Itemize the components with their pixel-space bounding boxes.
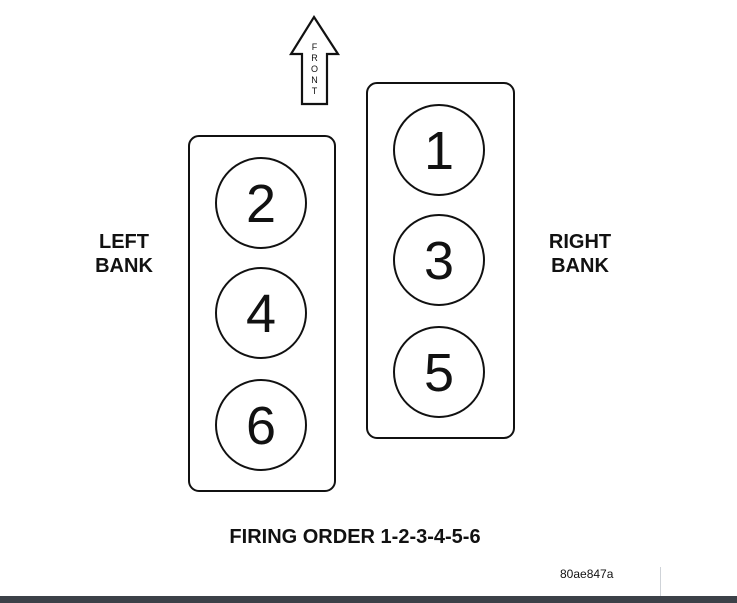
cylinder-circle: [215, 157, 307, 249]
cylinder-2: 2: [215, 157, 307, 249]
divider: [660, 567, 661, 596]
front-arrow-shape: [289, 14, 341, 106]
front-letter: O: [311, 64, 318, 74]
cylinder-circle: [215, 379, 307, 471]
cylinder-circle: [393, 326, 485, 418]
cylinder-circle: [215, 267, 307, 359]
cylinder-number: 6: [246, 396, 276, 456]
cylinder-number: 5: [424, 343, 454, 403]
cylinder-number: 2: [246, 174, 276, 234]
cylinder-5: 5: [393, 326, 485, 418]
right-bank-label: RIGHT BANK: [538, 230, 622, 278]
left-bank-label-line2: BANK: [95, 255, 153, 277]
left-bank-label: LEFT BANK: [84, 230, 164, 278]
left-bank-label-line1: LEFT: [99, 231, 149, 253]
right-bank-label-line1: RIGHT: [548, 231, 612, 253]
cylinder-3: 3: [393, 214, 485, 306]
front-arrow: F R O N T: [289, 14, 341, 106]
front-letter: T: [312, 86, 318, 96]
front-letter: N: [311, 75, 318, 85]
right-bank: 1 3 5: [366, 82, 515, 439]
cylinder-1: 1: [393, 104, 485, 196]
front-letter: F: [312, 42, 318, 52]
cylinder-number: 1: [424, 121, 454, 181]
cylinder-6: 6: [215, 379, 307, 471]
firing-order-caption: FIRING ORDER 1-2-3-4-5-6: [229, 526, 481, 548]
cylinder-circle: [393, 214, 485, 306]
front-letter: R: [311, 53, 318, 63]
figure-id: 80ae847a: [560, 567, 614, 581]
cylinder-circle: [393, 104, 485, 196]
cylinder-number: 4: [246, 284, 276, 344]
right-bank-label-line2: BANK: [551, 255, 609, 277]
cylinder-number: 3: [424, 231, 454, 291]
cylinder-4: 4: [215, 267, 307, 359]
left-bank: 2 4 6: [188, 135, 336, 492]
bottom-bar: [0, 596, 737, 603]
